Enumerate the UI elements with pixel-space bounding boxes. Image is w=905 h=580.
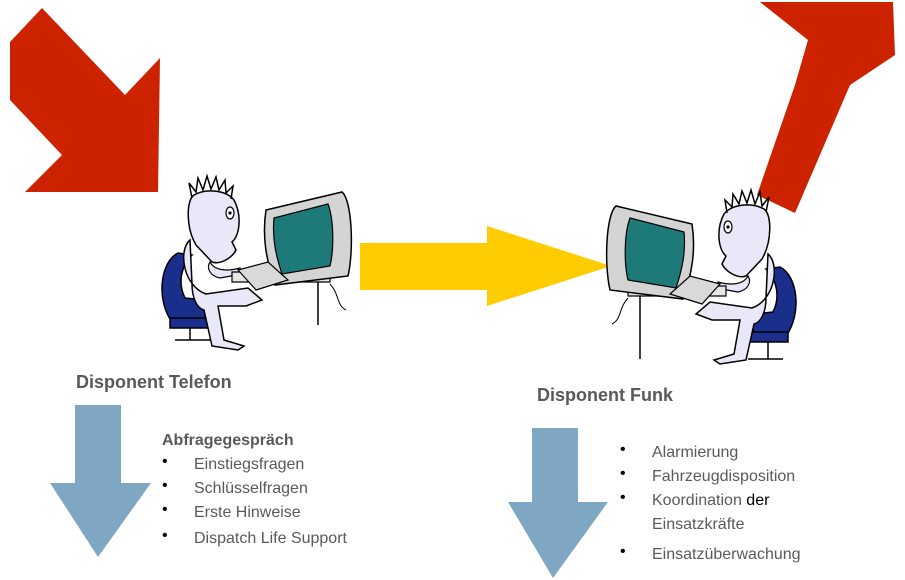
list-item: Dispatch Life Support bbox=[162, 524, 347, 551]
radio-task-list: Alarmierung Fahrzeugdisposition Koordina… bbox=[620, 438, 801, 567]
list-item: Einstiegsfragen bbox=[162, 450, 347, 477]
list-item: Erste Hinweise bbox=[162, 498, 347, 525]
incoming-call-arrow-icon bbox=[10, 8, 160, 192]
list-item: Einsatzüberwachung bbox=[620, 540, 801, 567]
list-item: Koordination der bbox=[620, 486, 801, 513]
outgoing-alert-arrow-icon bbox=[757, 2, 895, 213]
phone-dispatcher-icon bbox=[161, 173, 353, 351]
handover-arrow-icon bbox=[360, 226, 611, 306]
radio-tasks-arrow-icon bbox=[508, 428, 608, 578]
list-item: Schlüsselfragen bbox=[162, 474, 347, 501]
phone-dispatcher-title: Disponent Telefon bbox=[76, 372, 232, 392]
list-item: Alarmierung bbox=[620, 438, 801, 465]
list-item-continuation: Einsatzkräfte bbox=[652, 516, 745, 533]
phone-task-heading: Abfragegespräch bbox=[162, 432, 294, 449]
list-item: Fahrzeugdisposition bbox=[620, 462, 801, 489]
radio-dispatcher-title: Disponent Funk bbox=[537, 385, 673, 405]
radio-dispatcher-icon bbox=[605, 187, 797, 365]
phone-task-list: Abfragegespräch Einstiegsfragen Schlüsse… bbox=[162, 429, 347, 551]
phone-tasks-arrow-icon bbox=[50, 405, 151, 557]
